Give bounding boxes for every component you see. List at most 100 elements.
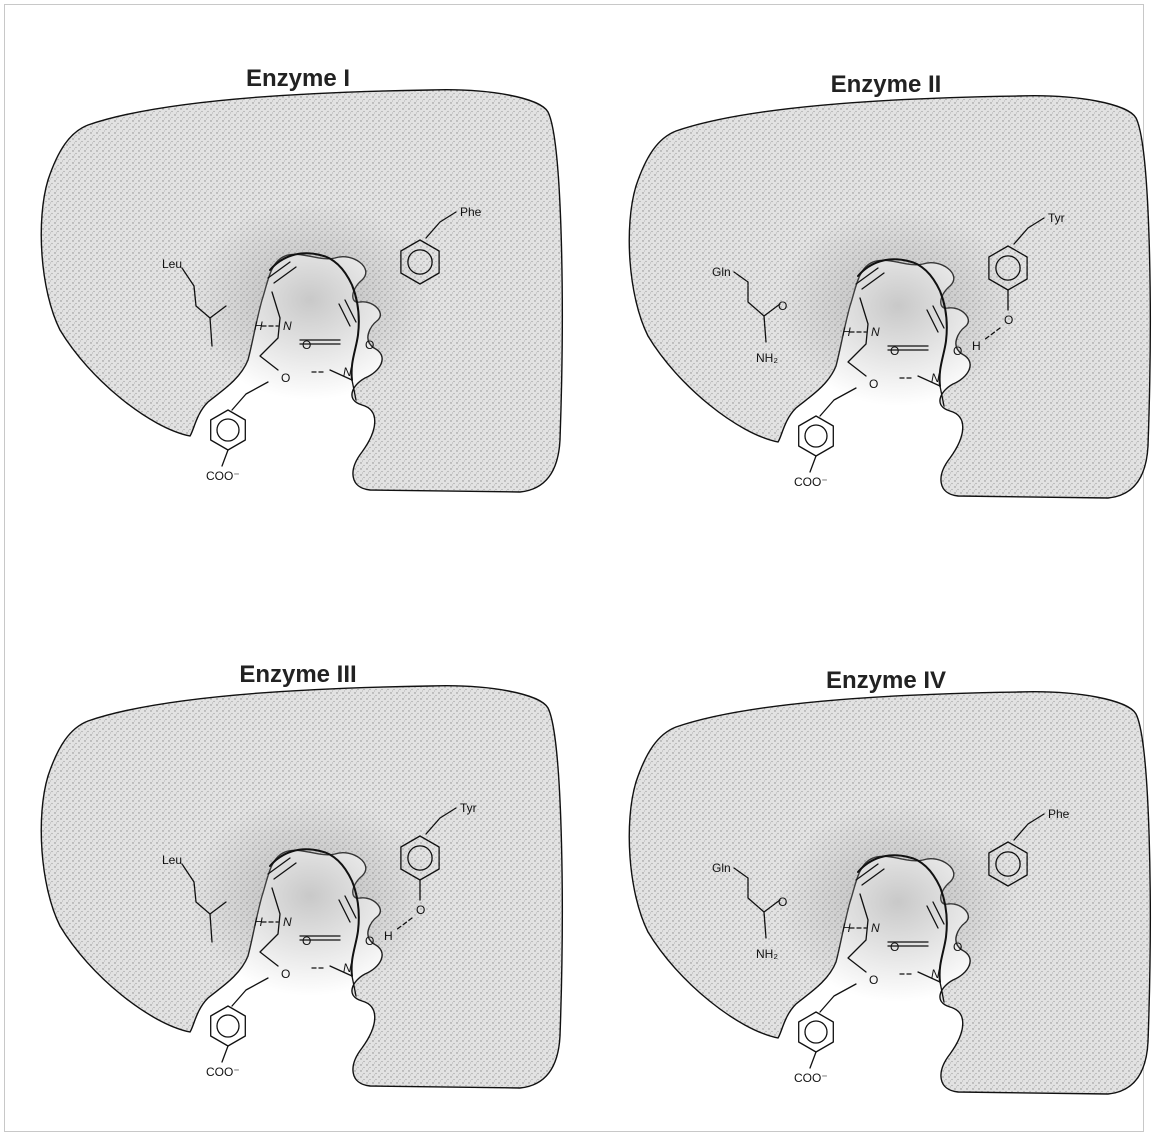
n-methyl-bond: [329, 965, 357, 997]
leu-side-chain: [181, 267, 227, 347]
panel-title: Enzyme II: [831, 71, 942, 98]
atom-hydrogen-1: H: [254, 319, 263, 333]
atom-hydrogen-1: H: [254, 915, 263, 929]
carbamate-chain: [847, 893, 869, 973]
tyr-oxygen: O: [1004, 313, 1013, 327]
carboxylate-bond: [221, 1045, 229, 1063]
atom-oxygen-1: O: [890, 344, 899, 358]
left-residue: Leu: [162, 257, 227, 347]
residue-label-gln: Gln: [712, 861, 731, 875]
residue-label-tyr: Tyr: [1048, 211, 1065, 225]
right-residue: Phe: [988, 807, 1070, 887]
benzoate-ring: [798, 1011, 834, 1053]
pocket-shading: [778, 802, 1018, 1002]
ring-aromatic-circle: [804, 1020, 828, 1044]
ring-bonds: [798, 1011, 834, 1053]
benzyl-bond: [1013, 217, 1045, 245]
figure-frame: [4, 4, 1144, 1132]
atom-hydrogen-1: H: [842, 921, 851, 935]
carbamate-chain: [259, 887, 281, 967]
residue-label-gln: Gln: [712, 265, 731, 279]
atom-hydrogen-1: H: [842, 325, 851, 339]
pocket-shading: [778, 206, 1018, 406]
atom-oxygen-1: O: [302, 934, 311, 948]
carboxylate-label: COO⁻: [794, 475, 828, 489]
benzoate-ring: [210, 409, 246, 451]
ring-aromatic-circle: [804, 424, 828, 448]
substrate-loop: [857, 854, 948, 983]
benzyl-linker: [819, 387, 857, 417]
aromatic-ring: [988, 841, 1028, 887]
tyr-oxygen: O: [416, 903, 425, 917]
carbonyl-bond: [299, 935, 341, 941]
ring-aromatic-circle: [407, 249, 433, 275]
benzyl-bond: [1013, 813, 1045, 841]
atom-nitrogen-2: N: [343, 961, 352, 975]
carbamate-chain: [259, 291, 281, 371]
ring-bonds: [988, 841, 1028, 887]
right-residue: Phe: [400, 205, 482, 285]
benzyl-linker: [231, 381, 269, 411]
aromatic-ring: [400, 239, 440, 285]
atom-oxygen-1: O: [890, 940, 899, 954]
ring-aromatic-circle: [995, 851, 1021, 877]
atom-nitrogen-1: N: [871, 921, 880, 935]
benzyl-bond: [425, 211, 457, 239]
carboxylate-bond: [809, 1051, 817, 1069]
atom-oxygen-3: O: [365, 338, 374, 352]
atom-oxygen-3: O: [953, 344, 962, 358]
carboxylate-bond: [221, 449, 229, 467]
panel-title: Enzyme I: [246, 65, 350, 92]
left-residue: Leu: [162, 853, 227, 943]
n-methyl-bond: [917, 375, 945, 407]
carboxylate-label: COO⁻: [206, 1065, 240, 1079]
gln-side-chain: [733, 271, 781, 343]
alkene-double-bond: [338, 895, 357, 923]
atom-nitrogen-2: N: [343, 365, 352, 379]
alkene-double-bond: [926, 305, 945, 333]
n-methyl-bond: [917, 971, 945, 1003]
tyr-hydrogen: H: [972, 339, 981, 353]
gln-nh2: NH₂: [756, 351, 778, 365]
diene-double-bonds: [855, 863, 885, 886]
ring-aromatic-circle: [216, 418, 240, 442]
benzoate-ring: [798, 415, 834, 457]
carboxylate-label: COO⁻: [206, 469, 240, 483]
panel-title: Enzyme III: [239, 661, 356, 688]
alkene-double-bond: [926, 901, 945, 929]
atom-nitrogen-1: N: [871, 325, 880, 339]
carbonyl-bond: [887, 345, 929, 351]
carbonyl-bond: [299, 339, 341, 345]
diene-double-bonds: [267, 261, 297, 284]
atom-nitrogen-2: N: [931, 371, 940, 385]
atom-oxygen-2: O: [281, 371, 290, 385]
atom-oxygen-2: O: [869, 973, 878, 987]
atom-oxygen-3: O: [365, 934, 374, 948]
substrate-loop: [269, 848, 360, 977]
atom-oxygen-1: O: [302, 338, 311, 352]
residue-label-tyr: Tyr: [460, 801, 477, 815]
carboxylate-label: COO⁻: [794, 1071, 828, 1085]
tyr-h-bond: [983, 327, 1001, 341]
ring-aromatic-circle: [407, 845, 433, 871]
ring-bonds: [210, 1005, 246, 1047]
alkene-double-bond: [338, 299, 357, 327]
gln-oxygen: O: [778, 299, 787, 313]
benzyl-linker: [231, 977, 269, 1007]
ring-bonds: [400, 239, 440, 285]
gln-side-chain: [733, 867, 781, 939]
carbamate-chain: [847, 297, 869, 377]
residue-label-leu: Leu: [162, 257, 182, 271]
pocket-shading: [190, 200, 430, 400]
leu-side-chain: [181, 863, 227, 943]
atom-nitrogen-2: N: [931, 967, 940, 981]
ring-bonds: [798, 415, 834, 457]
